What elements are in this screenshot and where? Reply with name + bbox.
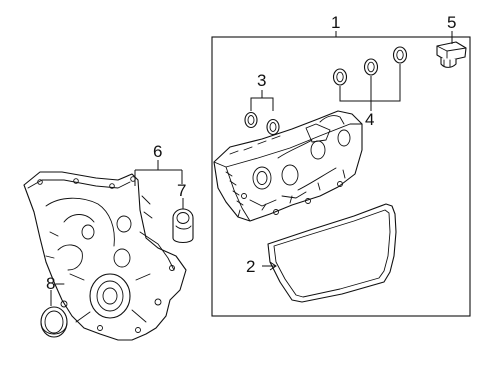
valve-cover-gasket xyxy=(267,203,397,303)
front-cover-seal xyxy=(172,208,194,244)
tube-seal-pair-3 xyxy=(244,111,280,136)
timing-cover xyxy=(23,171,187,341)
oil-filler-cap xyxy=(436,41,467,68)
callout-2-number: 2 xyxy=(246,257,255,276)
valve-cover-assembly-frame xyxy=(211,36,471,317)
tube-seal-set-4 xyxy=(332,46,408,86)
callout-7-number: 7 xyxy=(177,181,186,200)
callout-6-leader xyxy=(134,160,183,186)
callout-8-number: 8 xyxy=(46,274,55,293)
callout-3-number: 3 xyxy=(257,71,266,90)
callout-1-number: 1 xyxy=(331,13,340,32)
valve-cover xyxy=(213,110,363,222)
callout-5-number: 5 xyxy=(447,13,456,32)
callout-6-number: 6 xyxy=(153,142,162,161)
callout-4-leader xyxy=(339,64,401,111)
callout-4-number: 4 xyxy=(365,110,374,129)
callout-3-leader xyxy=(250,90,274,111)
crankshaft-seal xyxy=(40,306,68,338)
